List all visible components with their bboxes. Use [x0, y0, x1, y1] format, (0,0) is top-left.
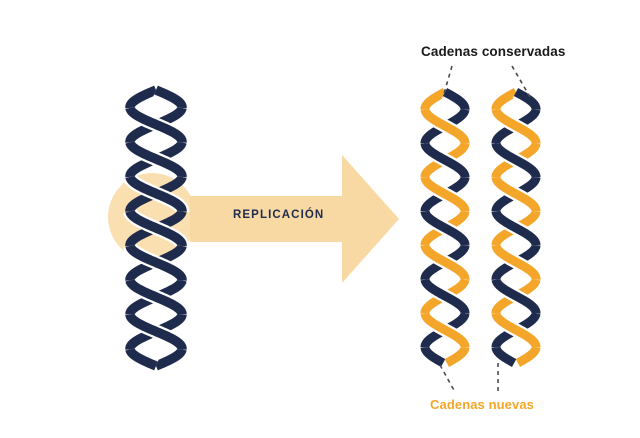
- helix-strand-segment: [491, 173, 541, 216]
- helix-strand-segment: [125, 103, 187, 147]
- helix-strand-segment: [420, 207, 470, 249]
- parent-helix: [123, 83, 190, 373]
- helix-strand-segment: [420, 275, 470, 318]
- helix-strand-segment: [420, 88, 449, 114]
- helix-strand-segment: [125, 85, 160, 112]
- helix-strand-segment: [491, 139, 541, 182]
- helix-strand-segment: [491, 105, 541, 148]
- helix-strand-segment: [491, 309, 541, 352]
- helix-strand-segment: [420, 105, 470, 148]
- helix-strand-segment: [441, 88, 470, 114]
- helix-strand-segment: [491, 207, 541, 249]
- daughter-helix-2: [489, 86, 543, 369]
- arrow-shape: [190, 155, 399, 283]
- helix-strand-segment: [125, 207, 187, 250]
- helix-strand-segment: [420, 343, 447, 367]
- helix-strand-segment: [152, 85, 187, 112]
- helix-strand-segment: [491, 343, 518, 367]
- helix-strand-segment: [125, 276, 187, 319]
- replication-arrow: [190, 155, 399, 283]
- helix-strand-segment: [420, 139, 470, 182]
- helix-strand-segment: [125, 241, 187, 285]
- daughter-helix-1: [418, 86, 472, 369]
- helix-strand-segment: [491, 88, 520, 114]
- leader-lines-group: [439, 65, 531, 393]
- leader-nueva-1: [439, 364, 456, 393]
- label-replicacion: REPLICACIÓN: [233, 209, 325, 221]
- helix-strand-segment: [420, 241, 470, 284]
- leader-conservada-2: [511, 65, 531, 98]
- helix-strand-segment: [514, 343, 541, 367]
- helix-strand-segment: [152, 345, 187, 371]
- label-cadenas-nuevas: Cadenas nuevas: [430, 397, 535, 412]
- leader-conservada-1: [442, 65, 453, 98]
- helix-strand-segment: [512, 88, 541, 114]
- helix-strand-segment: [125, 138, 187, 181]
- helix-strand-segment: [491, 275, 541, 318]
- helix-strand-segment: [125, 345, 160, 371]
- helix-strand-segment: [420, 309, 470, 352]
- helix-strand-segment: [420, 173, 470, 216]
- helix-strand-segment: [125, 310, 187, 354]
- helix-strand-segment: [125, 172, 187, 216]
- label-cadenas-conservadas: Cadenas conservadas: [421, 44, 566, 59]
- helix-strand-segment: [491, 241, 541, 284]
- helix-strand-segment: [443, 343, 470, 367]
